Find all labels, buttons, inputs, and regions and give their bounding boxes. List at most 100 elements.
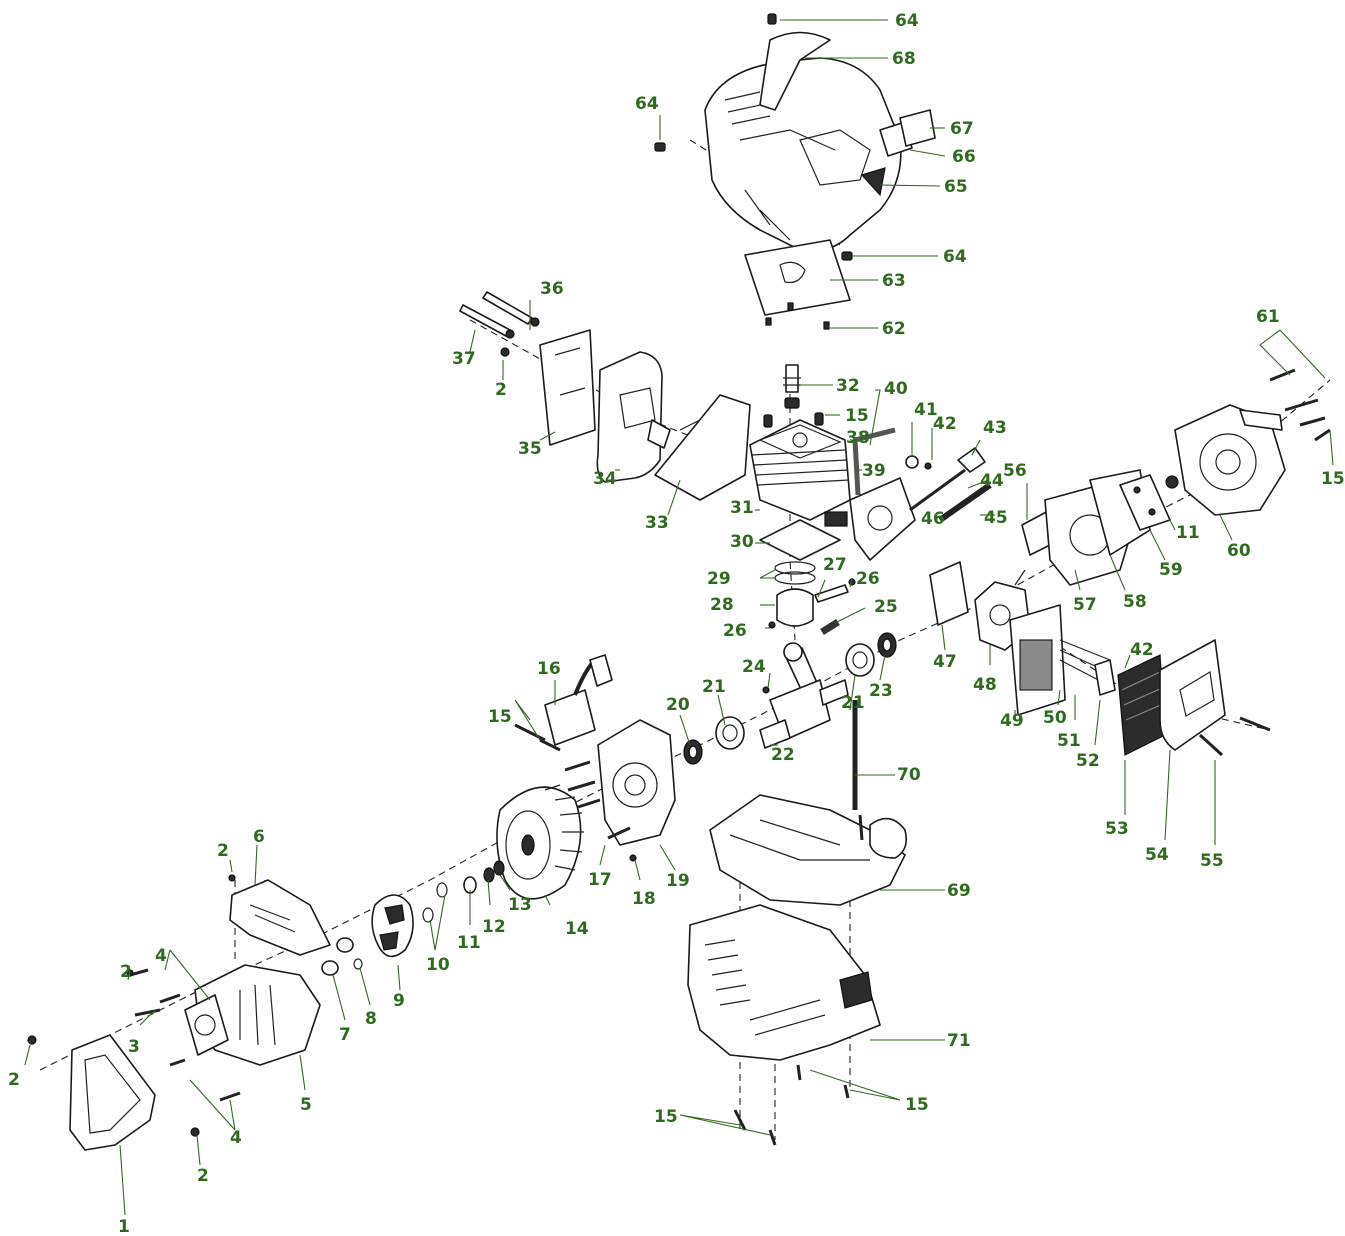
callout-1: 1	[118, 1217, 130, 1236]
callout-15-cyl: 15	[845, 406, 869, 426]
starter-assembly	[1021, 368, 1331, 586]
callout-2-cover: 2	[217, 841, 229, 861]
callout-47: 47	[933, 652, 957, 672]
callout-7: 7	[339, 1025, 351, 1045]
callout-19: 19	[666, 871, 690, 891]
callout-24: 24	[742, 657, 766, 677]
callout-36: 36	[540, 279, 564, 299]
callout-57: 57	[1073, 595, 1097, 615]
carry-handle	[759, 31, 831, 111]
callout-45: 45	[984, 508, 1008, 528]
callout-11-left: 11	[457, 933, 481, 953]
callout-43: 43	[983, 418, 1007, 438]
callout-42-top: 42	[933, 414, 957, 434]
callout-13: 13	[508, 895, 532, 915]
callout-5: 5	[300, 1095, 312, 1115]
callout-14: 14	[565, 919, 589, 939]
callout-6: 6	[253, 827, 265, 847]
callout-67: 67	[950, 119, 974, 139]
engine-cover-assembly	[654, 13, 936, 330]
hex-key-40	[852, 427, 896, 496]
callout-44: 44	[980, 471, 1004, 491]
muffler-cover-35	[539, 329, 596, 446]
callout-52: 52	[1076, 751, 1100, 771]
callout-15-coil: 15	[488, 707, 512, 727]
callout-54: 54	[1145, 845, 1169, 865]
spring-25	[820, 619, 840, 635]
callout-11-right: 11	[1176, 523, 1200, 543]
callout-60: 60	[1227, 541, 1251, 561]
callout-48: 48	[973, 675, 997, 695]
ignition-coil-16	[544, 689, 596, 746]
callout-33: 33	[645, 513, 669, 533]
callout-2-housing: 2	[120, 962, 132, 982]
callout-71: 71	[947, 1031, 971, 1051]
callout-38: 38	[846, 428, 870, 448]
fuel-tank-assembly	[687, 700, 908, 1146]
tank-guard-71	[687, 904, 881, 1061]
callout-8: 8	[365, 1009, 377, 1029]
filter-cover-54	[1159, 639, 1226, 751]
callout-2-muffler: 2	[495, 380, 507, 400]
callout-29: 29	[707, 569, 731, 589]
callout-28: 28	[710, 595, 734, 615]
callout-21-right: 21	[841, 693, 865, 713]
muffler-assembly	[459, 291, 751, 501]
callout-32: 32	[836, 376, 860, 396]
plate-67	[899, 109, 936, 147]
callout-labels: 64 68 64 67 66 65 64 63 62 36 37 2 32 40…	[8, 11, 1345, 1236]
callout-51: 51	[1057, 731, 1081, 751]
callout-62: 62	[882, 319, 906, 339]
callout-2-left: 2	[8, 1070, 20, 1090]
callout-20: 20	[666, 695, 690, 715]
starter-housing-60	[1174, 404, 1286, 516]
top-engine-cover	[704, 57, 902, 252]
callout-42-filter: 42	[1130, 640, 1154, 660]
callout-63: 63	[882, 271, 906, 291]
bearing-21b	[845, 643, 875, 677]
callout-21-top: 21	[702, 677, 726, 697]
intake-flange-39	[849, 477, 916, 561]
callout-15-tank-left: 15	[654, 1107, 678, 1127]
muffler-body-34	[596, 351, 663, 483]
callout-65: 65	[944, 177, 968, 197]
callout-16: 16	[537, 659, 561, 679]
spring-45	[938, 482, 992, 523]
callout-59: 59	[1159, 560, 1183, 580]
callout-26-right: 26	[856, 569, 880, 589]
callout-30: 30	[730, 532, 754, 552]
callout-22: 22	[771, 745, 795, 765]
callout-34: 34	[593, 469, 617, 489]
crankcase-19	[597, 719, 676, 846]
guard-1	[69, 1034, 156, 1151]
base-plate-63	[744, 239, 851, 316]
callout-37: 37	[452, 349, 476, 369]
callout-15-right: 15	[1321, 469, 1345, 489]
callout-25: 25	[874, 597, 898, 617]
callout-26-left: 26	[723, 621, 747, 641]
cover-6	[229, 879, 331, 956]
gasket-47	[929, 561, 969, 626]
callout-12: 12	[482, 917, 506, 937]
callout-35: 35	[518, 439, 542, 459]
callout-27: 27	[823, 555, 847, 575]
callout-61: 61	[1256, 307, 1280, 327]
callout-69: 69	[947, 881, 971, 901]
callout-4-top: 4	[155, 946, 167, 966]
callout-4-bottom: 4	[230, 1128, 242, 1148]
flywheel-14	[496, 786, 582, 900]
callout-9: 9	[393, 991, 405, 1011]
callout-49: 49	[1000, 711, 1024, 731]
callout-46: 46	[921, 509, 945, 529]
callout-64-top: 64	[895, 11, 919, 31]
callout-17: 17	[588, 870, 612, 890]
crankcase-assembly	[514, 654, 676, 862]
callout-15-tank-right: 15	[905, 1095, 929, 1115]
callout-64-bottom: 64	[943, 247, 967, 267]
callout-70: 70	[897, 765, 921, 785]
heat-shield-33	[654, 394, 751, 501]
callout-58: 58	[1123, 592, 1147, 612]
callout-40: 40	[884, 379, 908, 399]
callout-55: 55	[1200, 851, 1224, 871]
